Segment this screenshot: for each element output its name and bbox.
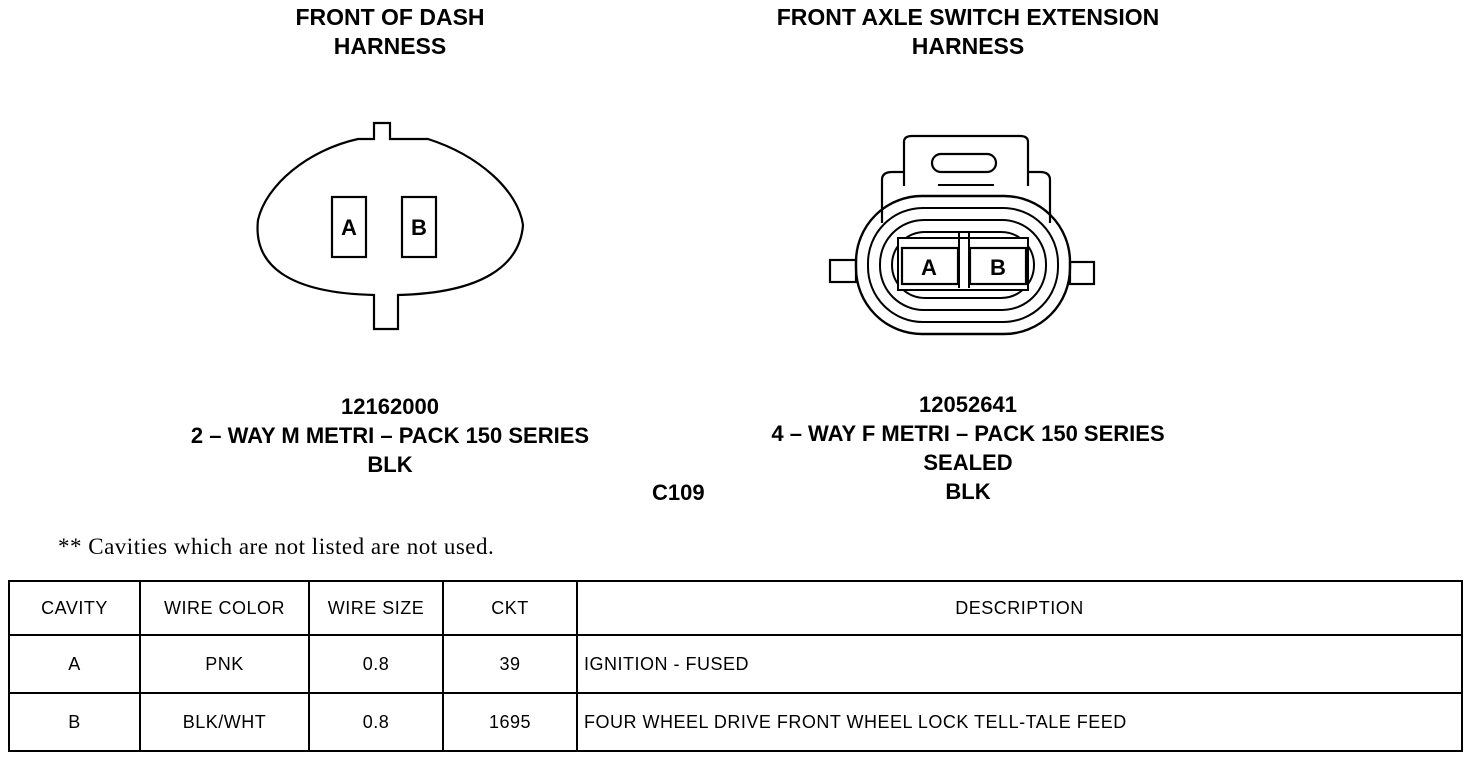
header-ckt: CKT bbox=[442, 580, 578, 636]
right-connector-lock-tab bbox=[902, 134, 1030, 186]
cell-description: FOUR WHEEL DRIVE FRONT WHEEL LOCK TELL-T… bbox=[576, 692, 1463, 752]
left-part-color: BLK bbox=[367, 452, 413, 477]
left-harness-title-line1: FRONT OF DASH bbox=[295, 4, 485, 30]
connector-id: C109 bbox=[652, 480, 705, 505]
left-part-info: 12162000 2 – WAY M METRI – PACK 150 SERI… bbox=[140, 392, 640, 479]
cell-wire-size: 0.8 bbox=[308, 634, 444, 694]
cell-description: IGNITION - FUSED bbox=[576, 634, 1463, 694]
right-connector-lock-slot bbox=[930, 152, 998, 174]
table-header-row: CAVITY WIRE COLOR WIRE SIZE CKT DESCRIPT… bbox=[8, 580, 1463, 636]
left-cavity-b bbox=[400, 195, 438, 259]
right-connector-shoulder bbox=[880, 170, 1052, 223]
right-part-sealed: SEALED bbox=[923, 450, 1013, 475]
right-connector-cavity-block bbox=[897, 237, 1029, 291]
cell-cavity: A bbox=[8, 634, 141, 694]
header-wire-color: WIRE COLOR bbox=[139, 580, 310, 636]
right-harness-title-line1: FRONT AXLE SWITCH EXTENSION bbox=[776, 4, 1160, 30]
right-connector-left-ear bbox=[828, 258, 858, 284]
right-part-info: 12052641 4 – WAY F METRI – PACK 150 SERI… bbox=[718, 390, 1218, 506]
right-harness-title: FRONT AXLE SWITCH EXTENSION HARNESS bbox=[718, 3, 1218, 61]
left-part-number: 12162000 bbox=[341, 394, 439, 419]
right-connector-ring-3 bbox=[879, 219, 1047, 311]
table-row: A PNK 0.8 39 IGNITION - FUSED bbox=[8, 634, 1463, 694]
right-cavity-b-label: B bbox=[990, 255, 1006, 280]
cell-cavity: B bbox=[8, 692, 141, 752]
left-harness-title: FRONT OF DASH HARNESS bbox=[240, 3, 540, 61]
right-connector-ring-2 bbox=[867, 207, 1059, 323]
cell-wire-size: 0.8 bbox=[308, 692, 444, 752]
cell-wire-color: BLK/WHT bbox=[139, 692, 310, 752]
left-cavity-a bbox=[330, 195, 368, 259]
left-cavity-b-label: B bbox=[411, 215, 427, 240]
header-cavity: CAVITY bbox=[8, 580, 141, 636]
left-connector-drawing: A B bbox=[256, 121, 525, 331]
header-description: DESCRIPTION bbox=[576, 580, 1463, 636]
header-wire-size: WIRE SIZE bbox=[308, 580, 444, 636]
right-connector-right-ear bbox=[1068, 260, 1096, 286]
right-connector-ring-4 bbox=[891, 231, 1035, 299]
right-cavity-a-label: A bbox=[921, 255, 937, 280]
cell-ckt: 1695 bbox=[442, 692, 578, 752]
right-connector-outer-ring bbox=[854, 194, 1072, 336]
unused-cavities-note: ** Cavities which are not listed are not… bbox=[58, 534, 495, 559]
cell-wire-color: PNK bbox=[139, 634, 310, 694]
cavity-table: CAVITY WIRE COLOR WIRE SIZE CKT DESCRIPT… bbox=[8, 580, 1463, 752]
left-cavity-a-label: A bbox=[341, 215, 357, 240]
right-part-description: 4 – WAY F METRI – PACK 150 SERIES bbox=[771, 421, 1165, 446]
right-part-number: 12052641 bbox=[919, 392, 1017, 417]
left-part-description: 2 – WAY M METRI – PACK 150 SERIES bbox=[190, 423, 590, 448]
table-row: B BLK/WHT 0.8 1695 FOUR WHEEL DRIVE FRON… bbox=[8, 692, 1463, 752]
right-part-color: BLK bbox=[945, 479, 991, 504]
cell-ckt: 39 bbox=[442, 634, 578, 694]
right-harness-title-line2: HARNESS bbox=[911, 33, 1025, 59]
right-connector-drawing: A B bbox=[828, 134, 1096, 336]
left-harness-title-line2: HARNESS bbox=[333, 33, 447, 59]
left-connector-outline bbox=[256, 121, 525, 331]
